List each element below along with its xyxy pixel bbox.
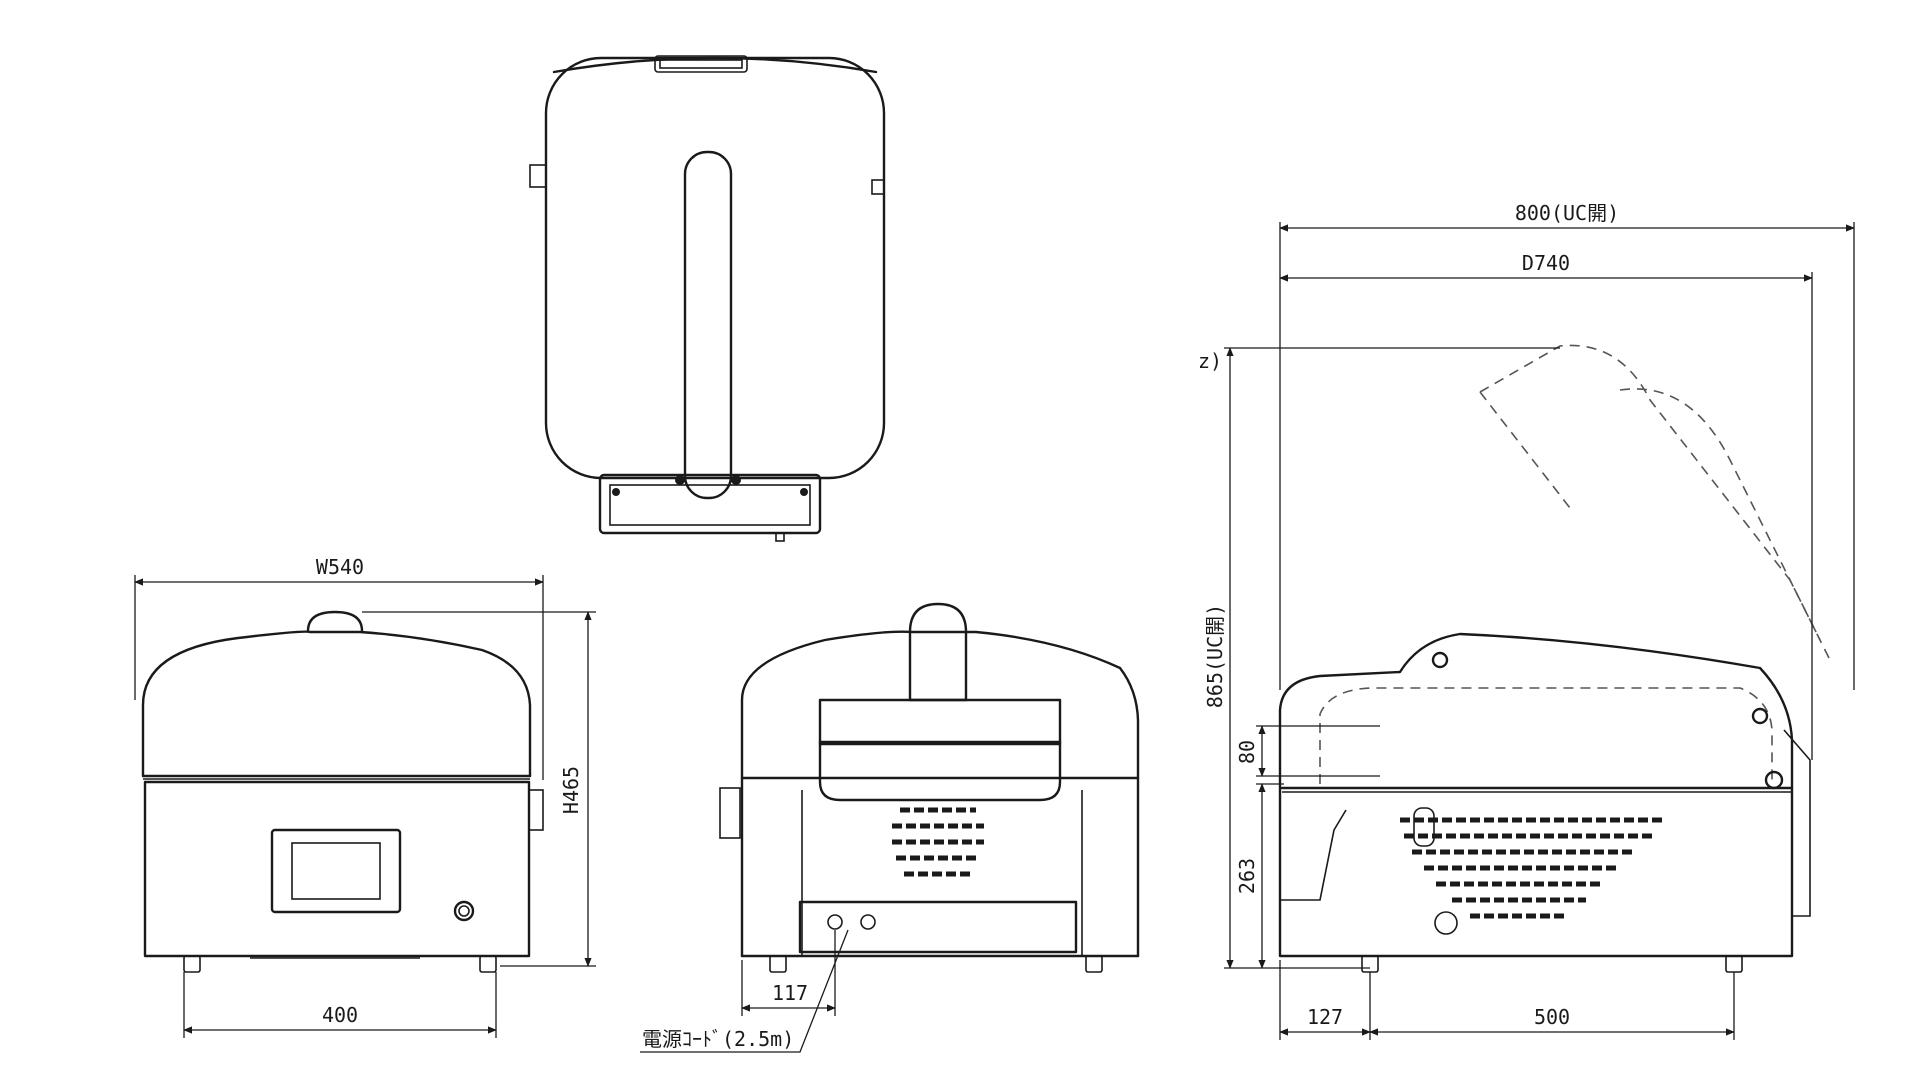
cord-offset-label: 117 [772,981,808,1005]
datum-mark-label: z) [1198,349,1222,373]
lid-offset-label: 80 [1235,740,1259,764]
height-label: H465 [559,766,583,814]
dimension-labels: W540 H465 400 117 電源ｺｰﾄﾞ(2.5m) 800(UC開) … [316,201,1619,1051]
side-view [1278,344,1831,973]
power-cord-label: 電源ｺｰﾄﾞ(2.5m) [642,1027,794,1051]
body-height-label: 263 [1235,858,1259,894]
rear-view [719,602,1140,973]
side-foot-span-label: 500 [1534,1005,1570,1029]
top-handle [683,150,733,500]
control-panel [270,828,402,914]
power-button [453,900,475,922]
open-height-label: 865(UC開) [1203,604,1227,708]
depth-label: D740 [1522,251,1570,275]
width-label: W540 [316,555,364,579]
open-depth-label: 800(UC開) [1515,201,1619,225]
front-view [141,610,544,973]
dimension-lines [134,222,1855,1053]
front-foot-span-label: 400 [322,1003,358,1027]
top-view [529,55,886,542]
side-foot-offset-label: 127 [1307,1005,1343,1029]
